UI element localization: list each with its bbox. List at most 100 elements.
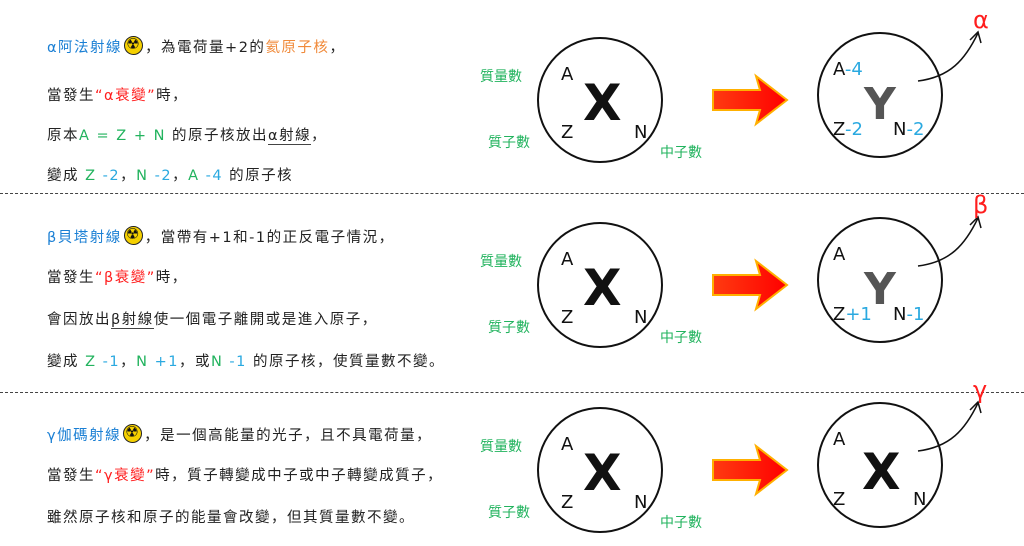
neutron-number-label: 中子數 bbox=[660, 515, 702, 531]
neutron-symbol: N bbox=[634, 492, 647, 513]
emission-arrow-icon bbox=[917, 217, 979, 267]
proton-number-label: 質子數 bbox=[488, 135, 530, 151]
daughter-neutron: N bbox=[913, 489, 926, 510]
text-segment: “γ衰變” bbox=[95, 468, 156, 484]
neutron-number-label: 中子數 bbox=[660, 145, 702, 161]
alpha-line-2: 當發生“α衰變”時， bbox=[47, 84, 188, 105]
text-segment: 會因放出 bbox=[47, 312, 111, 328]
text-segment: N bbox=[210, 354, 224, 370]
text-segment: 的原子核，使質量數不變。 bbox=[246, 354, 446, 370]
text-segment: ，為電荷量+2的 bbox=[145, 40, 266, 56]
parent-symbol: X bbox=[583, 259, 622, 317]
daughter-mass: A-4 bbox=[833, 59, 863, 80]
text-segment: -2 bbox=[96, 168, 121, 184]
text-segment: 使一個電子離開或是進入原子， bbox=[153, 312, 378, 328]
neutron-symbol: N bbox=[893, 304, 906, 325]
daughter-mass: A bbox=[833, 429, 846, 450]
section-divider bbox=[0, 392, 1024, 393]
text-segment: 時，質子轉變成中子或中子轉變成質子， bbox=[155, 468, 444, 484]
text-segment: Z bbox=[85, 354, 97, 370]
text-segment: “α衰變” bbox=[95, 88, 157, 104]
text-segment: γ伽碼射線 bbox=[47, 428, 122, 444]
daughter-nucleus-circle bbox=[817, 32, 943, 158]
text-segment: ， bbox=[311, 128, 328, 144]
text-segment: 當發生 bbox=[47, 88, 95, 104]
text-segment: -1 bbox=[223, 354, 247, 370]
text-segment: β貝塔射線 bbox=[47, 230, 122, 246]
neutron-delta: -2 bbox=[906, 119, 924, 140]
text-segment: β射線 bbox=[111, 312, 154, 329]
beta-line-1: β貝塔射線 ，當帶有+1和-1的正反電子情況， bbox=[47, 225, 395, 247]
decay-arrow-icon bbox=[712, 258, 789, 312]
emission-arrow-icon bbox=[917, 32, 979, 82]
text-segment: ， bbox=[120, 354, 137, 370]
text-segment: ， bbox=[329, 40, 346, 56]
emission-arrow-icon bbox=[917, 402, 979, 452]
text-segment: 當發生 bbox=[47, 270, 95, 286]
daughter-mass: A bbox=[833, 244, 846, 265]
mass-number-label: 質量數 bbox=[480, 439, 522, 455]
beta-line-4: 變成 Z -1，N +1，或N -1 的原子核，使質量數不變。 bbox=[47, 350, 445, 371]
radiation-icon bbox=[124, 35, 144, 55]
daughter-nucleus-circle bbox=[817, 402, 943, 528]
emitted-ray-label: α bbox=[973, 6, 989, 34]
neutron-symbol: N bbox=[913, 489, 926, 510]
neutron-number-label: 中子數 bbox=[660, 330, 702, 346]
arrowhead-icon bbox=[969, 30, 982, 44]
text-segment: ， bbox=[172, 168, 189, 184]
text-segment: ， bbox=[120, 168, 137, 184]
text-segment: 時， bbox=[156, 88, 189, 104]
text-segment: 氦原子核 bbox=[265, 40, 330, 56]
text-segment: Z bbox=[85, 168, 97, 184]
text-segment: 變成 bbox=[47, 354, 86, 370]
proton-delta: -2 bbox=[845, 119, 863, 140]
text-segment: ，是一個高能量的光子，且不具電荷量， bbox=[144, 428, 433, 444]
neutron-delta: -1 bbox=[906, 304, 924, 325]
arrowhead-icon bbox=[969, 400, 982, 414]
beta-line-2: 當發生“β衰變”時， bbox=[47, 266, 188, 287]
text-segment: 原本 bbox=[47, 128, 79, 144]
mass-delta: -4 bbox=[845, 59, 863, 80]
text-segment: A = Z + N bbox=[79, 128, 166, 144]
text-segment: N bbox=[136, 354, 149, 370]
proton-symbol: Z bbox=[561, 307, 573, 328]
proton-symbol: Z bbox=[561, 122, 573, 143]
text-segment: -4 bbox=[199, 168, 224, 184]
alpha-line-1: α阿法射線，為電荷量+2的氦原子核， bbox=[47, 35, 346, 57]
daughter-proton: Z+1 bbox=[833, 304, 872, 325]
text-segment: 的原子核放出 bbox=[165, 128, 269, 144]
text-segment: ，或 bbox=[178, 354, 211, 370]
text-segment: ，當帶有+1和-1的正反電子情況， bbox=[144, 230, 395, 246]
parent-symbol: X bbox=[583, 444, 622, 502]
section-divider bbox=[0, 193, 1024, 194]
gamma-line-3: 雖然原子核和原子的能量會改變，但其質量數不變。 bbox=[47, 506, 415, 527]
proton-symbol: Z bbox=[833, 489, 845, 510]
neutron-symbol: N bbox=[893, 119, 906, 140]
text-segment: 的原子核 bbox=[223, 168, 294, 184]
proton-number-label: 質子數 bbox=[488, 505, 530, 521]
text-segment: 雖然原子核和原子的能量會改變，但其質量數不變。 bbox=[47, 510, 415, 526]
proton-symbol: Z bbox=[833, 119, 845, 140]
gamma-line-2: 當發生“γ衰變”時，質子轉變成中子或中子轉變成質子， bbox=[47, 464, 443, 485]
gamma-line-1: γ伽碼射線 ，是一個高能量的光子，且不具電荷量， bbox=[47, 423, 433, 445]
emitted-ray-label: γ bbox=[973, 376, 987, 404]
mass-symbol: A bbox=[561, 434, 574, 455]
alpha-line-3: 原本A = Z + N 的原子核放出α射線， bbox=[47, 124, 327, 145]
text-segment: 變成 bbox=[47, 168, 86, 184]
text-segment: α射線 bbox=[268, 128, 312, 145]
mass-symbol: A bbox=[561, 249, 574, 270]
mass-symbol: A bbox=[561, 64, 574, 85]
daughter-nucleus-circle bbox=[817, 217, 943, 343]
text-segment: 時， bbox=[155, 270, 188, 286]
radiation-icon bbox=[123, 423, 143, 443]
mass-number-label: 質量數 bbox=[480, 69, 522, 85]
mass-symbol: A bbox=[833, 429, 846, 450]
daughter-proton: Z bbox=[833, 489, 845, 510]
parent-nucleus-circle bbox=[537, 222, 663, 348]
arrowhead-icon bbox=[969, 215, 982, 229]
neutron-symbol: N bbox=[634, 122, 647, 143]
proton-delta: +1 bbox=[845, 304, 872, 325]
